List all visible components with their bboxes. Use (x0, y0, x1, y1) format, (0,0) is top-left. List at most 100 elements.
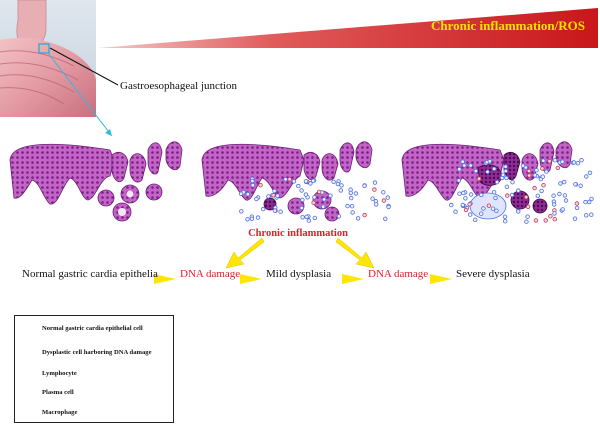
inflammatory-cell (457, 166, 462, 172)
inflammatory-cell (304, 214, 309, 219)
inflammatory-cell (509, 192, 515, 198)
inflammatory-cell (492, 166, 497, 171)
inflammatory-cell (485, 169, 490, 174)
inflammatory-cell (502, 214, 508, 219)
legend-item-macrophage: Macrophage (15, 404, 175, 424)
arrow-left-diagonal (225, 237, 265, 269)
junction-marker (38, 43, 50, 54)
inflammatory-cell (503, 168, 508, 174)
inflammatory-cell (571, 160, 577, 165)
inflammatory-cell (525, 214, 530, 219)
inflammatory-cell (266, 194, 271, 199)
legend-label: Normal gastric cardia epithelial cell (42, 325, 143, 332)
inflammatory-cell (312, 215, 317, 221)
inflammatory-cell (349, 195, 354, 201)
inflammatory-cell (353, 191, 359, 196)
inflammatory-cell (510, 179, 515, 185)
inflammatory-cell (381, 190, 386, 195)
inflammatory-cell (532, 185, 537, 191)
inflammatory-cell (381, 198, 387, 203)
inflammatory-cell (476, 176, 482, 181)
inflammatory-cell (487, 159, 492, 164)
inflammatory-cell (520, 163, 526, 168)
inflammatory-cell (355, 216, 361, 221)
inflammatory-cell (370, 196, 375, 201)
inflammatory-cell (504, 184, 510, 189)
inflammatory-cell (338, 188, 343, 193)
inflammatory-cell (558, 181, 563, 186)
inflammatory-cell (573, 181, 578, 187)
inflammatory-cell (271, 192, 276, 198)
inflammatory-cell (383, 216, 388, 221)
inflammatory-cell (535, 193, 540, 198)
inflammatory-cell (560, 207, 565, 212)
inflammatory-cell (299, 188, 304, 193)
inflammatory-cell (589, 196, 594, 202)
legend-label: Macrophage (42, 409, 78, 416)
legend-item-plasma-cell: Plasma cell (15, 384, 175, 404)
inflammatory-cell (468, 192, 474, 197)
inflammatory-cell (552, 216, 557, 222)
inflammatory-cell (526, 168, 532, 174)
flow-normal-epithelia: Normal gastric cardia epithelia (22, 268, 158, 280)
inflammatory-cell (272, 188, 277, 194)
inflammatory-cell (494, 179, 500, 185)
inflammatory-cell (589, 212, 594, 217)
inflammatory-cell (575, 160, 581, 166)
inflammatory-cell (516, 188, 521, 193)
inflammatory-cell (278, 209, 283, 214)
inflammatory-cell (300, 197, 305, 203)
inflammatory-cell (453, 209, 458, 214)
inflammatory-cell (574, 201, 580, 206)
flow-arrow-3 (342, 274, 364, 284)
inflammatory-cell (291, 179, 297, 184)
inflammatory-cell (494, 208, 499, 213)
inflammatory-cell (372, 180, 378, 185)
inflammatory-cell (563, 198, 569, 203)
inflammatory-cell (490, 206, 496, 211)
inflammatory-cell (238, 191, 244, 196)
inflammatory-cell (362, 183, 367, 188)
inflammatory-cell (249, 216, 255, 221)
inflammatory-cell (525, 204, 531, 209)
inflammatory-cell (239, 209, 244, 214)
pointer-arrowhead (105, 129, 112, 136)
inflammatory-cell (362, 212, 367, 218)
inflammatory-cell (540, 174, 545, 179)
inflammatory-cell (331, 179, 336, 184)
inflammatory-cell (539, 188, 544, 194)
flow-arrow-1 (154, 274, 176, 284)
inflammatory-cell (299, 205, 304, 211)
inflammatory-cell (541, 182, 546, 188)
inflammatory-cell (534, 167, 539, 173)
inflammatory-cell (486, 203, 492, 208)
flow-dna-damage-1: DNA damage (180, 268, 241, 280)
inflammatory-cell (461, 190, 466, 196)
inflammatory-cell (468, 163, 473, 168)
inflammatory-cell (258, 182, 263, 188)
inflammatory-cell (385, 195, 390, 200)
inflammatory-cell (562, 193, 568, 198)
legend-label: Plasma cell (42, 389, 74, 396)
inflammatory-cell (272, 208, 278, 213)
inflammatory-cell (544, 169, 549, 174)
flow-arrow-2 (240, 274, 262, 284)
inflammatory-cell (287, 176, 292, 182)
inflammatory-cell (306, 218, 311, 223)
inflammatory-cell (473, 217, 478, 222)
inflammatory-cell (311, 200, 316, 205)
inflammatory-cell (460, 202, 465, 208)
inflammatory-cell (587, 199, 592, 205)
inflammatory-cell (543, 218, 548, 223)
inflammatory-cell (587, 170, 593, 175)
legend-label: Lymphocyte (42, 370, 77, 377)
inflammatory-cell (456, 178, 461, 183)
ros-wedge (98, 8, 598, 48)
inflammatory-cell (261, 206, 266, 212)
inflammatory-cell (303, 192, 309, 197)
inflammatory-cell (540, 166, 545, 171)
panel-severe (401, 141, 594, 224)
inflammatory-cell (574, 205, 580, 211)
inflammatory-cell (463, 207, 469, 213)
banner-label: Chronic inflammation/ROS (431, 18, 585, 33)
